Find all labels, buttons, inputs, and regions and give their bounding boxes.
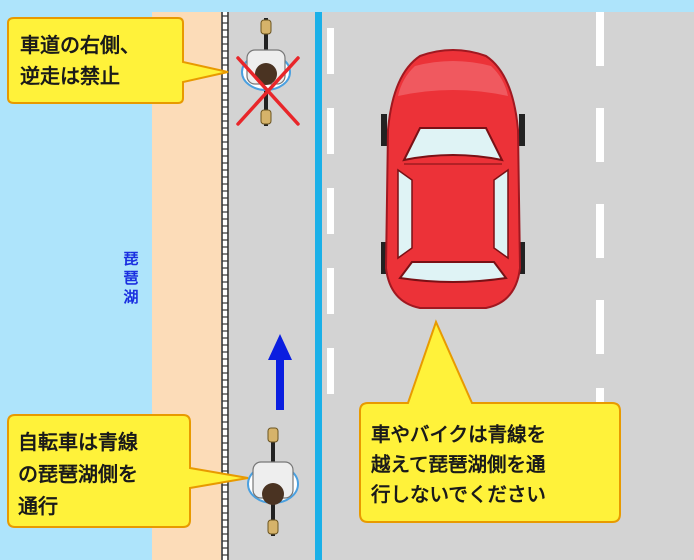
red-car bbox=[381, 49, 525, 309]
callout-bicycle-lane-text: 自転車は青線 の琵琶湖側を 通行 bbox=[18, 426, 138, 522]
callout-line: 越えて琵琶湖側を通 bbox=[371, 453, 546, 476]
callout-cars-text: 車やバイクは青線を 越えて琵琶湖側を通 行しないでください bbox=[371, 420, 546, 510]
callout-line: 逆走は禁止 bbox=[20, 64, 120, 88]
callout-line: 通行 bbox=[18, 494, 58, 518]
lake-label-char: 湖 bbox=[123, 288, 139, 306]
lake-label-char: 琶 bbox=[123, 269, 139, 287]
cross-mark-icon bbox=[236, 56, 300, 126]
callout-line: 行しないでください bbox=[371, 483, 546, 506]
callout-line: 車やバイクは青線を bbox=[371, 423, 547, 446]
blue-line bbox=[315, 12, 322, 560]
up-arrow-icon bbox=[268, 334, 292, 410]
callout-cars bbox=[359, 319, 621, 523]
callout-wrong-way bbox=[7, 17, 229, 104]
callout-wrong-way-text: 車道の右側、 逆走は禁止 bbox=[20, 30, 140, 92]
lake-biwa-label: 琵 琶 湖 bbox=[118, 250, 144, 307]
correct-cyclist bbox=[247, 427, 299, 536]
lake-label-char: 琵 bbox=[123, 250, 139, 268]
callout-bicycle-lane bbox=[7, 414, 249, 528]
callout-line: 自転車は青線 bbox=[18, 430, 138, 454]
callout-line: の琵琶湖側を bbox=[18, 462, 138, 486]
callout-line: 車道の右側、 bbox=[20, 33, 140, 57]
